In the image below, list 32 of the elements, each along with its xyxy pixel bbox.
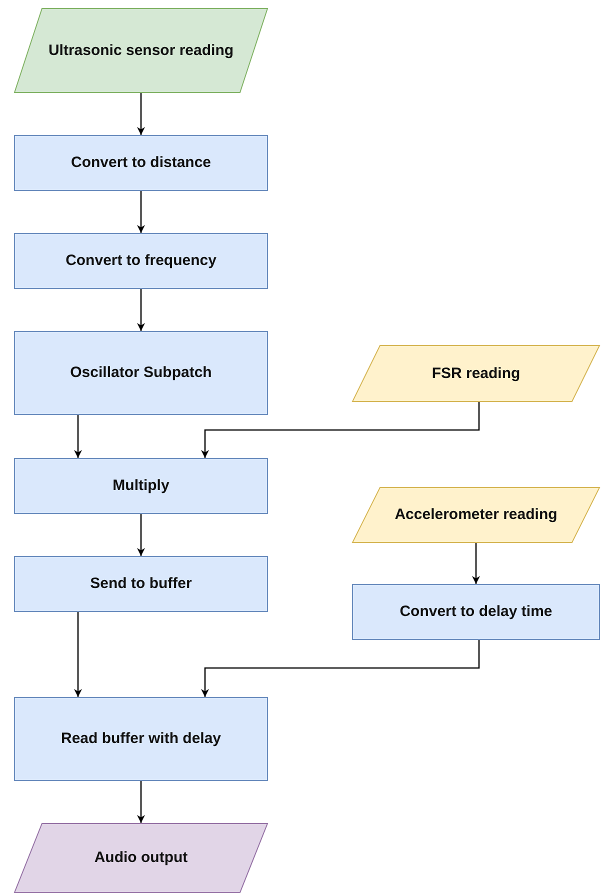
node-text: FSR reading (432, 364, 520, 382)
process-box (14, 556, 268, 612)
node-text: Convert to delay time (400, 603, 552, 621)
process-box (14, 135, 268, 191)
arrow (201, 402, 480, 458)
node-text: Convert to frequency (66, 252, 216, 270)
node-text: Multiply (112, 477, 170, 495)
process-box (14, 233, 268, 289)
arrow (137, 781, 145, 823)
arrow (74, 612, 82, 697)
arrow (74, 415, 82, 458)
arrow (201, 640, 480, 697)
node-text: Send to buffer (90, 575, 192, 593)
process-box (14, 697, 268, 781)
node-text: Audio output (94, 849, 188, 867)
data-parallelogram (352, 345, 600, 402)
arrow (137, 93, 145, 135)
arrow (472, 543, 480, 584)
data-parallelogram (14, 8, 268, 93)
data-parallelogram (14, 823, 268, 893)
process-box (352, 584, 600, 640)
node-text: Accelerometer reading (394, 506, 558, 524)
process-box (14, 331, 268, 415)
arrow (137, 289, 145, 331)
node-text: Ultrasonic sensor reading (48, 42, 234, 60)
process-box (14, 458, 268, 514)
node-text: Convert to distance (70, 154, 212, 172)
arrow (137, 191, 145, 233)
node-text: Oscillator Subpatch (70, 364, 212, 382)
arrow (137, 514, 145, 556)
node-text: Read buffer with delay (60, 730, 222, 748)
data-parallelogram (352, 487, 600, 543)
